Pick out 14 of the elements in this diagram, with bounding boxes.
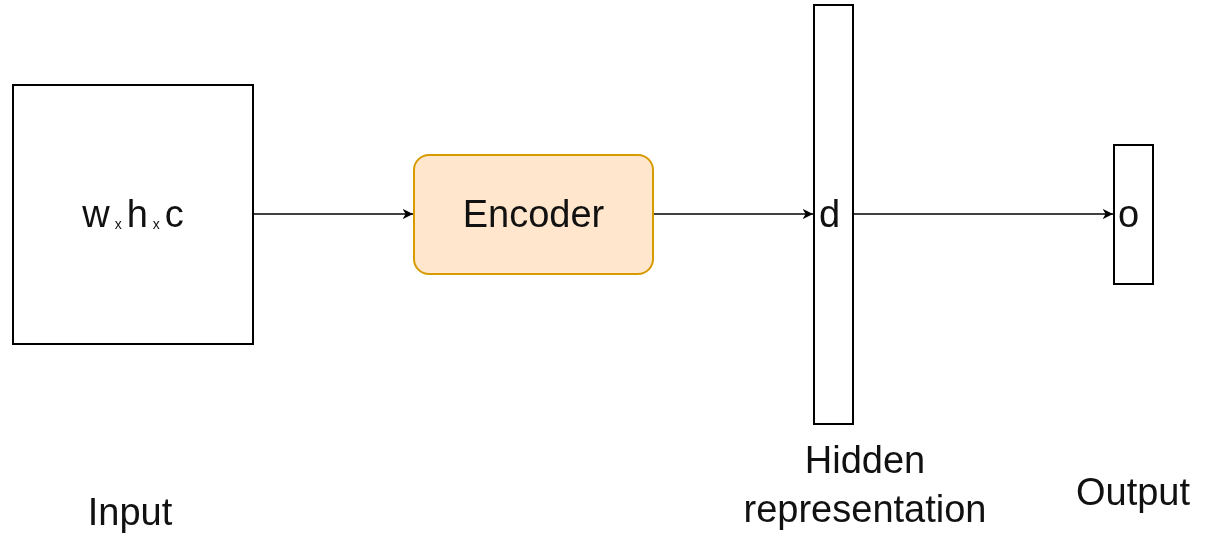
arrow: [253, 208, 414, 220]
node-label: Encoder: [462, 193, 605, 236]
node-label: w$_{x}$h$_{x}$c: [82, 193, 184, 236]
vector-bar: [813, 4, 854, 425]
input-box: [12, 84, 254, 345]
caption-label: Output: [1074, 470, 1192, 515]
caption-label: Input: [86, 490, 174, 535]
node-label: o: [1118, 193, 1140, 236]
arrow: [653, 208, 814, 220]
encoder-box: [413, 154, 654, 275]
arrow: [853, 208, 1114, 220]
vector-bar: [1113, 144, 1154, 285]
node-label: d: [819, 193, 841, 236]
node-caption: Hidden representation: [742, 438, 988, 533]
